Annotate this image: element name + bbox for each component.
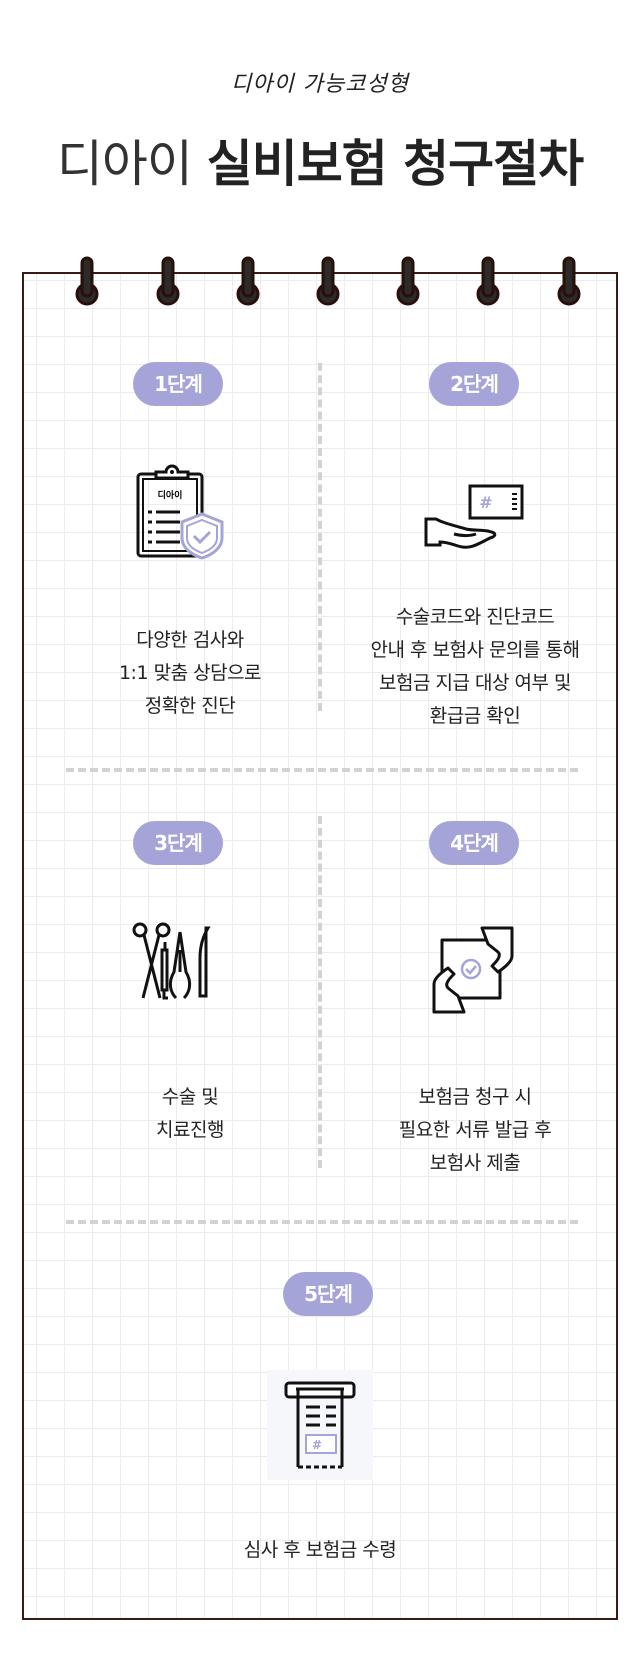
- spiral-ring: [396, 256, 420, 306]
- title-main: 실비보험 청구절차: [206, 135, 584, 193]
- text-line: 필요한 서류 발급 후: [398, 1119, 552, 1141]
- step-5-description: 심사 후 보험금 수령: [170, 1534, 470, 1567]
- svg-text:디아이: 디아이: [158, 489, 183, 501]
- spiral-ring: [557, 256, 581, 306]
- page-title: 디아이 실비보험 청구절차: [0, 124, 640, 196]
- text-line: 환급금 확인: [429, 705, 521, 727]
- text-line: 치료진행: [156, 1119, 224, 1141]
- brand-subtitle: 디아이 가능코성형: [231, 72, 409, 97]
- divider-horizontal: [66, 1220, 578, 1224]
- spiral-ring: [476, 256, 500, 306]
- step-badge-4: 4단계: [429, 821, 519, 865]
- step-badge-3: 3단계: [133, 821, 223, 865]
- text-line: 보험사 제출: [429, 1152, 521, 1174]
- text-line: 정확한 진단: [144, 695, 236, 717]
- spiral-ring: [156, 256, 180, 306]
- divider-horizontal: [66, 768, 578, 772]
- spiral-ring: [316, 256, 340, 306]
- divider-vertical: [318, 816, 322, 1168]
- text-line: 수술코드와 진단코드: [395, 606, 555, 628]
- text-line: 다양한 검사와: [136, 629, 244, 651]
- spiral-ring: [236, 256, 260, 306]
- surgical-tools-icon: [130, 920, 230, 1020]
- spiral-ring: [75, 256, 99, 306]
- hand-receiving-card-icon: #: [424, 476, 524, 576]
- text-line: 수술 및: [161, 1086, 219, 1108]
- step-badge-2: 2단계: [429, 362, 519, 406]
- text-line: 심사 후 보험금 수령: [243, 1539, 397, 1561]
- step-badge-1: 1단계: [133, 362, 223, 406]
- text-line: 1:1 맞춤 상담으로: [118, 662, 262, 684]
- step-badge-5: 5단계: [283, 1272, 373, 1316]
- receipt-printer-icon: #: [270, 1375, 370, 1475]
- clipboard-shield-icon: 디아이: [130, 462, 230, 562]
- divider-vertical: [318, 363, 322, 711]
- title-brand: 디아이: [56, 135, 193, 193]
- svg-text:#: #: [479, 493, 492, 512]
- svg-text:#: #: [312, 1438, 322, 1452]
- text-line: 안내 후 보험사 문의를 통해: [370, 639, 580, 661]
- document-handover-icon: [424, 920, 524, 1020]
- text-line: 보험금 지급 대상 여부 및: [379, 672, 571, 694]
- text-line: 보험금 청구 시: [418, 1086, 532, 1108]
